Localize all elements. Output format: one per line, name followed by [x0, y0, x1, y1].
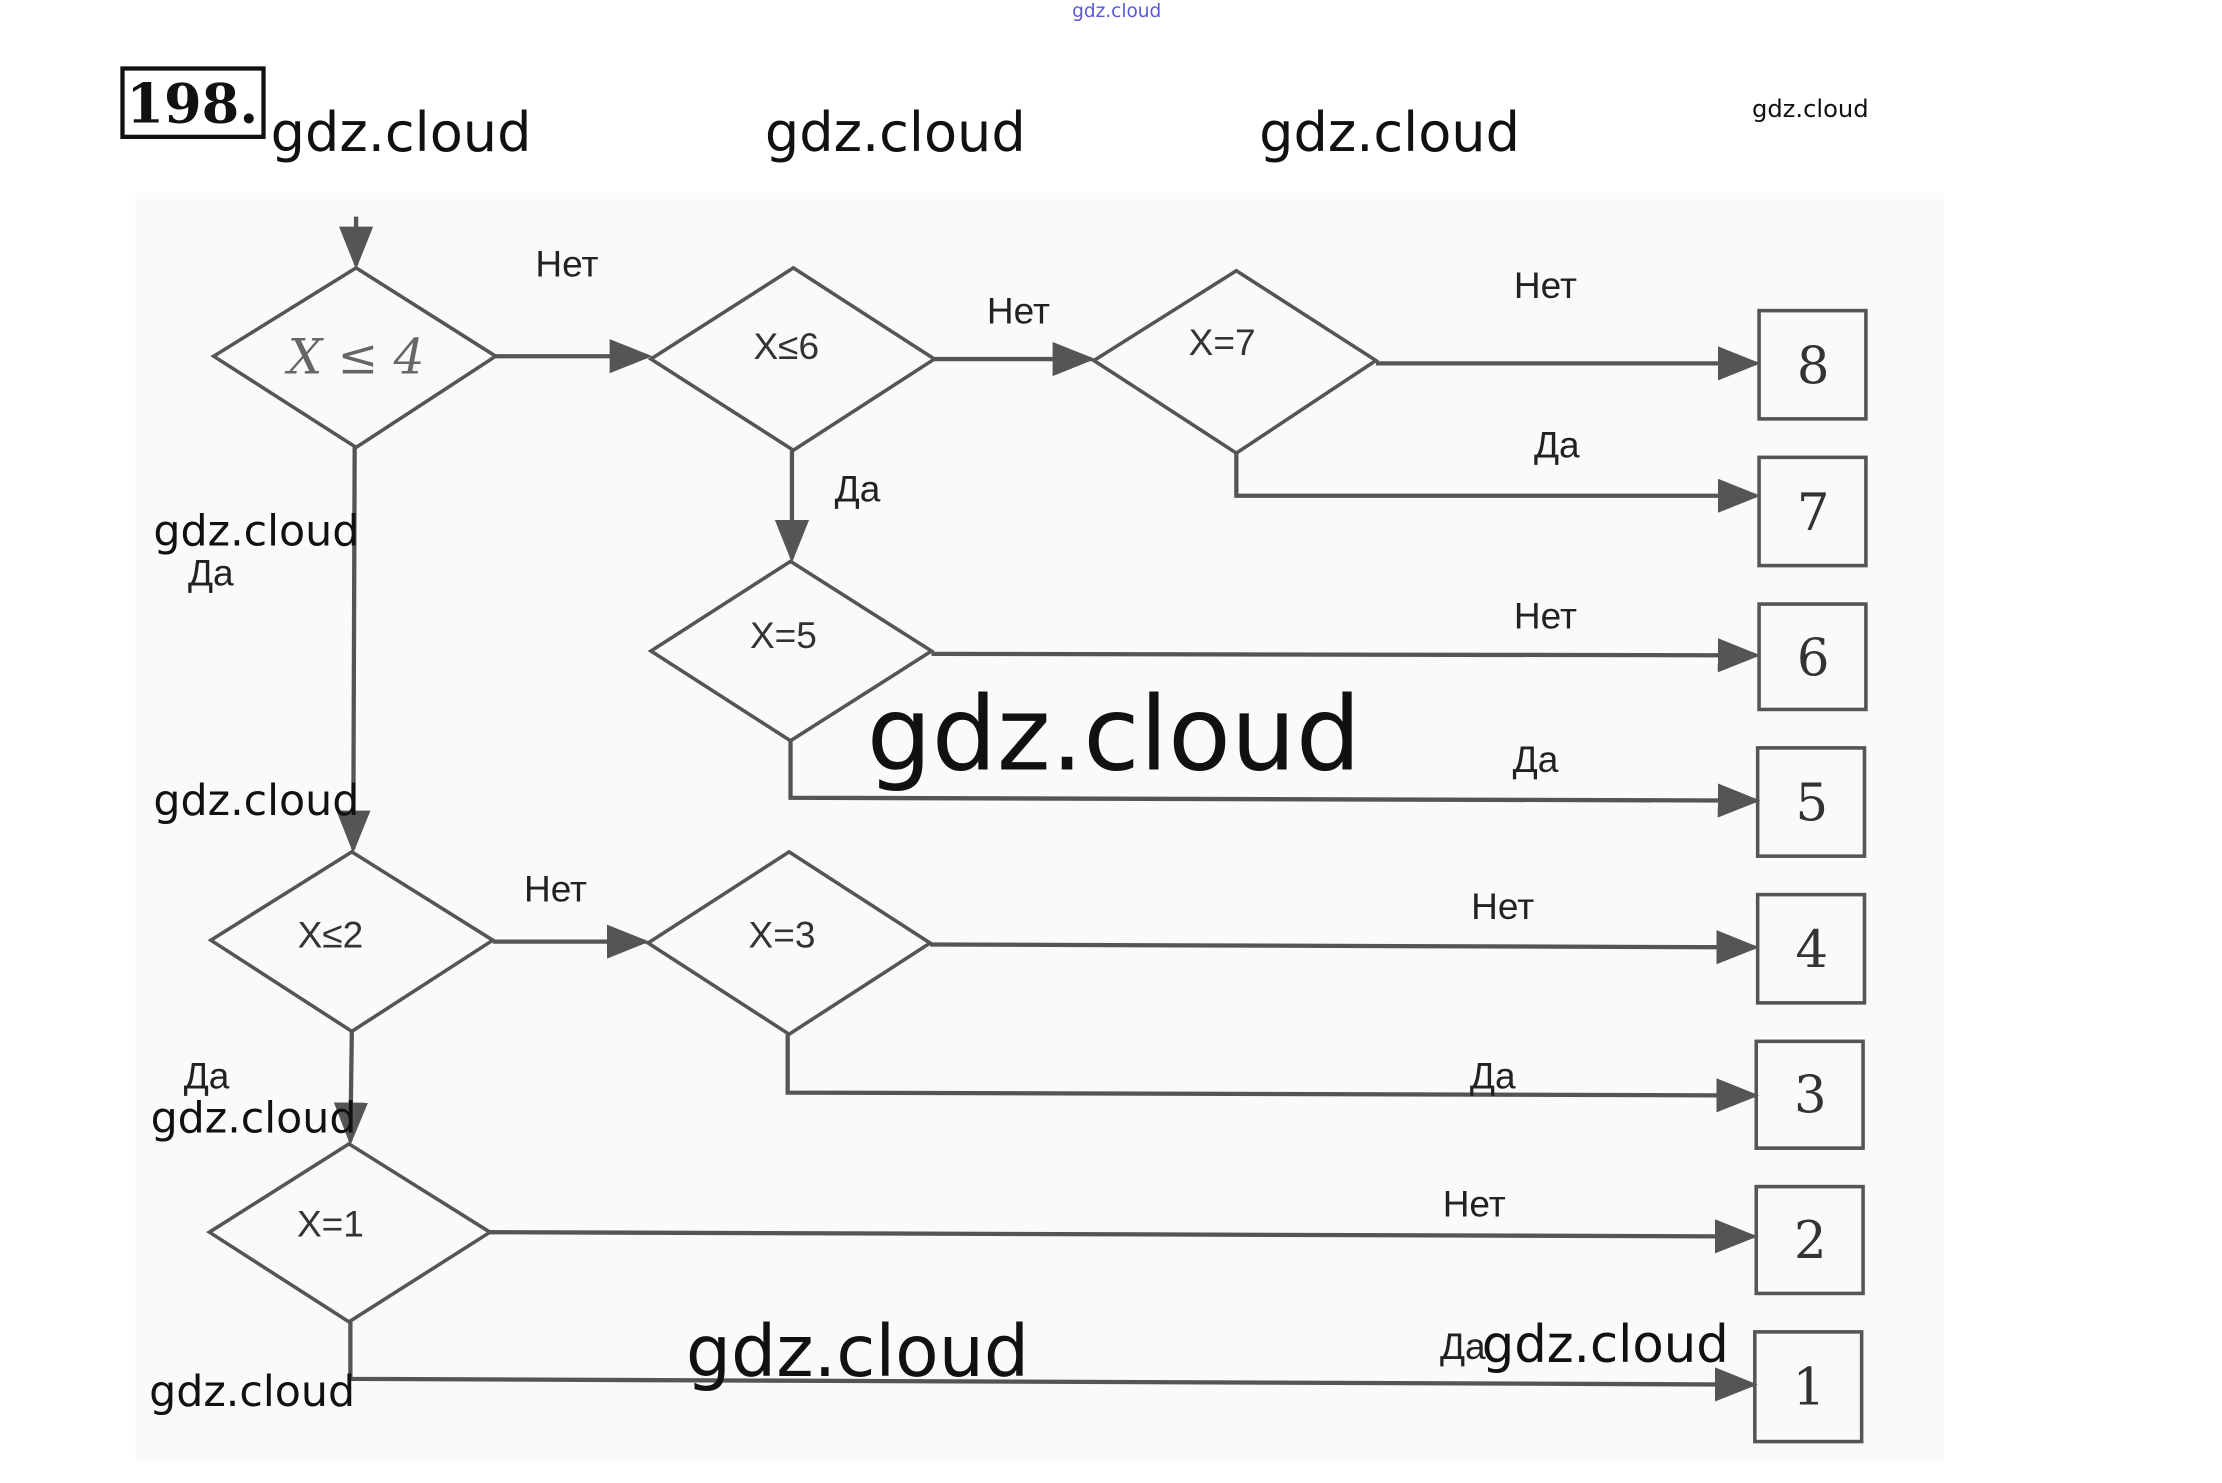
decision-x-eq-3	[644, 849, 934, 1037]
condition-x-le-4: X ≤ 4	[284, 329, 425, 385]
svg-text:4: 4	[1795, 920, 1828, 980]
output-box-1: 1	[1753, 1330, 1864, 1444]
condition-x-eq-5: X=5	[750, 614, 817, 656]
output-box-3: 3	[1754, 1039, 1865, 1150]
output-box-6: 6	[1757, 602, 1868, 712]
svg-text:2: 2	[1794, 1211, 1827, 1271]
label-no: Нет	[1471, 885, 1534, 927]
watermark: gdz.cloud	[686, 1310, 1029, 1393]
watermark: gdz.cloud	[1482, 1315, 1729, 1375]
watermark: gdz.cloud	[1752, 95, 1869, 123]
arrow-to-7	[1234, 453, 1761, 513]
svg-text:1: 1	[1793, 1358, 1826, 1418]
arrow-d5-d7	[333, 1031, 368, 1146]
watermark: gdz.cloud	[765, 101, 1026, 164]
label-yes: Да	[1534, 423, 1580, 465]
label-yes: Да	[1513, 738, 1559, 780]
arrow-to-5	[788, 740, 1761, 818]
output-box-5: 5	[1755, 746, 1867, 858]
decision-x-eq-5	[647, 559, 935, 743]
label-yes: Да	[1470, 1054, 1516, 1096]
label-no: Нет	[1443, 1183, 1506, 1225]
label-yes: Да	[184, 1054, 230, 1096]
condition-x-le-6: X≤6	[753, 325, 819, 367]
svg-text:3: 3	[1794, 1066, 1827, 1126]
output-box-4: 4	[1755, 892, 1867, 1005]
condition-x-eq-1: X=1	[297, 1202, 364, 1244]
label-no: Нет	[1514, 594, 1577, 636]
condition-x-eq-7: X=7	[1189, 321, 1256, 363]
decision-x-eq-7	[1090, 268, 1380, 456]
label-yes: Да	[835, 467, 881, 509]
label-no: Нет	[1514, 264, 1577, 306]
watermark: gdz.cloud	[151, 1093, 357, 1143]
watermark-large: gdz.cloud	[867, 675, 1361, 794]
svg-text:7: 7	[1797, 483, 1830, 543]
output-box-2: 2	[1754, 1184, 1865, 1296]
label-no: Нет	[535, 242, 598, 284]
svg-text:5: 5	[1795, 774, 1828, 834]
svg-text:8: 8	[1797, 336, 1830, 396]
svg-text:6: 6	[1797, 628, 1830, 688]
output-box-7: 7	[1757, 455, 1868, 568]
watermark: gdz.cloud	[1259, 101, 1520, 164]
watermark: gdz.cloud	[149, 1367, 355, 1417]
condition-x-le-2: X≤2	[298, 913, 364, 955]
problem-number-box	[120, 66, 266, 139]
watermark: gdz.cloud	[153, 776, 359, 826]
watermark-top-small: gdz.cloud	[1072, 1, 1161, 22]
output-box-8: 8	[1757, 308, 1868, 421]
arrow-to-3	[785, 1034, 1760, 1113]
watermark: gdz.cloud	[153, 507, 359, 557]
label-no: Нет	[524, 868, 587, 910]
condition-x-eq-3: X=3	[749, 913, 816, 955]
arrow-to-4	[930, 930, 1760, 965]
label-no: Нет	[987, 289, 1050, 331]
arrow-to-6	[931, 638, 1761, 673]
label-yes: Да	[188, 552, 234, 594]
diagram-background	[135, 192, 1945, 1461]
label-yes: Да	[1440, 1325, 1486, 1367]
arrow-d1-d5	[336, 447, 371, 854]
arrow-to-2	[489, 1219, 1758, 1254]
problem-number: 198.	[126, 72, 258, 136]
arrow-to-1	[348, 1321, 1758, 1402]
watermark: gdz.cloud	[271, 101, 532, 164]
